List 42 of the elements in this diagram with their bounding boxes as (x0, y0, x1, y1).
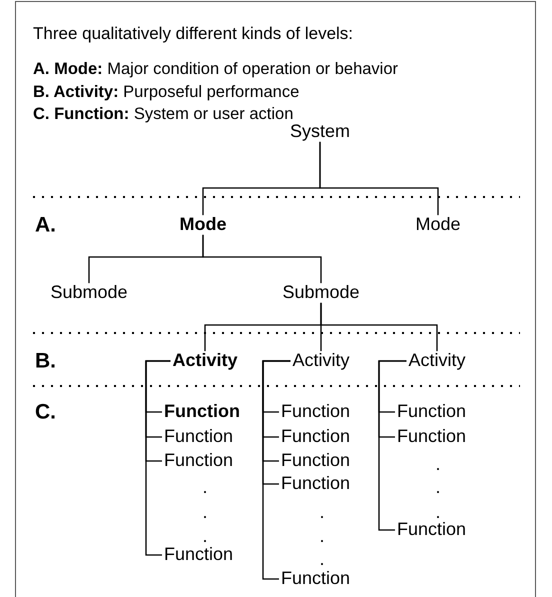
level-label: Function (164, 402, 240, 422)
ellipsis-dot: . (202, 478, 208, 496)
level-definition: C. Function: System or user action (33, 105, 294, 124)
ellipsis-dot: . (320, 550, 324, 568)
connector-line (319, 142, 439, 216)
connector-line (378, 360, 406, 531)
level-label: Function (281, 474, 350, 494)
level-label: Mode (415, 215, 461, 235)
level-label: Submode (50, 283, 128, 303)
title: Three qualitatively different kinds of levels: (33, 24, 354, 44)
level-definition: A. Mode: Major condition of operation or behavior (33, 60, 398, 79)
connector-line (320, 302, 438, 352)
level-label: Function (164, 451, 234, 471)
level-label: Function (281, 427, 350, 447)
level-label: Function (164, 545, 234, 565)
ellipsis-dot: . (202, 503, 208, 521)
ellipsis-dot: . (436, 503, 440, 521)
level-definition: B. Activity: Purposeful performance (33, 83, 300, 102)
level-label: Function (281, 402, 350, 422)
level-label: Mode (180, 215, 226, 235)
level-label: Submode (282, 283, 360, 303)
ellipsis-dot: . (436, 455, 440, 473)
level-label: Function (164, 427, 234, 447)
level-letter: B. (35, 350, 56, 372)
level-letter: C. (35, 402, 56, 422)
level-label: Function (281, 569, 350, 589)
level-label: System (290, 122, 350, 142)
connector-line (262, 360, 290, 580)
ellipsis-dot: . (320, 527, 324, 545)
ellipsis-dot: . (320, 503, 324, 521)
level-label: Function (397, 427, 466, 447)
level-label: Function (397, 520, 466, 540)
level-label: Function (281, 451, 350, 471)
ellipsis-dot: . (436, 478, 440, 496)
level-label: Activity (408, 351, 466, 371)
level-letter: A. (35, 214, 56, 236)
level-label: Activity (172, 351, 238, 371)
connector-line (202, 234, 322, 284)
level-label: Activity (292, 351, 350, 371)
connector-line (145, 360, 170, 556)
level-label: Function (397, 402, 466, 422)
ellipsis-dot: . (202, 527, 208, 545)
